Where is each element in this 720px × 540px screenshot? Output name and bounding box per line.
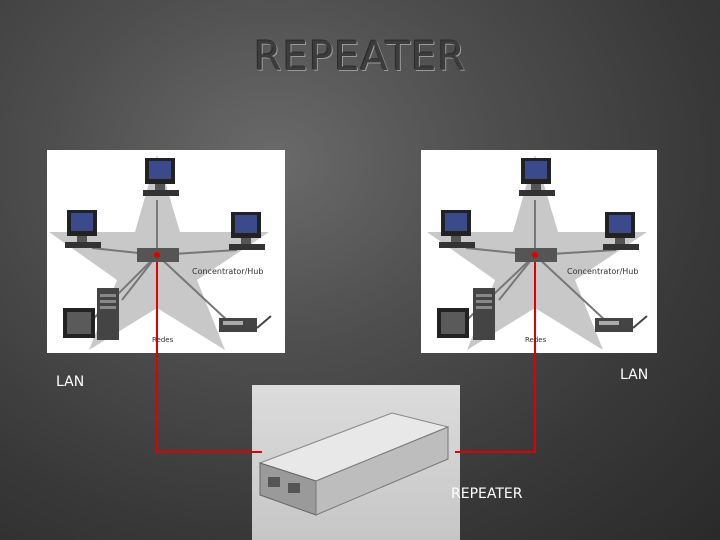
star-topology-right: Concentrator/Hub Redes <box>427 155 648 353</box>
nodes-label: Redes <box>525 336 547 344</box>
port-icon <box>268 477 280 487</box>
repeater-box-drawing <box>258 412 450 516</box>
computer-icon <box>65 210 101 248</box>
repeater-device-image <box>252 385 460 540</box>
port-icon <box>288 483 300 493</box>
lan-right-label: LAN <box>620 367 649 383</box>
server-tower-icon <box>97 288 119 340</box>
hub-icon <box>137 248 179 262</box>
nodes-label: Redes <box>152 336 174 344</box>
slide-title: REPEATER <box>253 34 467 80</box>
printer-icon <box>219 315 272 332</box>
lan-diagram-left: Concentrator/Hub Redes <box>47 150 285 353</box>
server-tower-icon <box>473 288 495 340</box>
computer-icon <box>519 158 555 196</box>
computer-icon <box>603 212 639 250</box>
hub-label: Concentrator/Hub <box>192 267 263 276</box>
lan-diagram-right: Concentrator/Hub Redes <box>421 150 657 353</box>
computer-icon <box>143 158 179 196</box>
computer-icon <box>439 210 475 248</box>
computer-icon <box>229 212 265 250</box>
printer-icon <box>595 315 648 332</box>
repeater-label: REPEATER <box>451 486 523 502</box>
left-link-line <box>156 353 262 453</box>
hub-label: Concentrator/Hub <box>567 267 638 276</box>
computer-icon <box>63 308 95 338</box>
lan-left-label: LAN <box>56 374 85 390</box>
computer-icon <box>437 308 469 338</box>
right-link-line <box>455 353 536 453</box>
hub-icon <box>515 248 557 262</box>
star-topology-left: Concentrator/Hub Redes <box>49 155 272 353</box>
